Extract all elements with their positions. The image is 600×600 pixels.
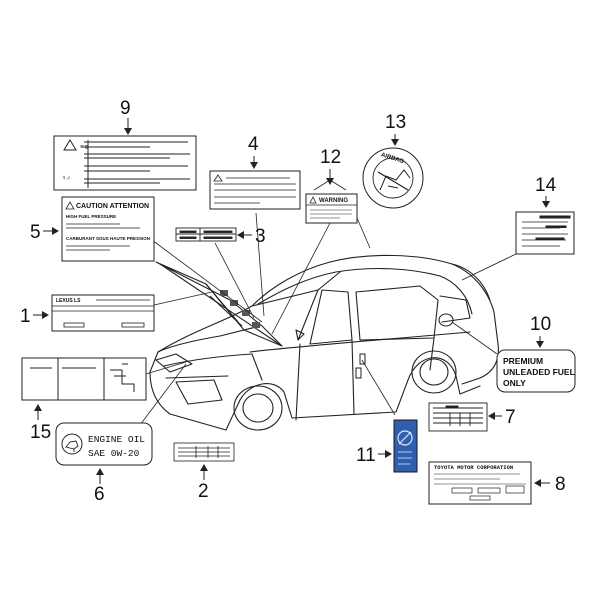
door-jamb-marks: [355, 353, 366, 379]
label-14: [515, 211, 575, 255]
callout-number-1: 1: [20, 306, 31, 327]
engine-oil-text: ENGINE OIL: [88, 434, 145, 445]
callout-12: 12: [313, 147, 347, 191]
leader-lines: [139, 212, 517, 426]
caution-attention-text: CAUTION ATTENTION: [76, 203, 149, 210]
toyota-corp-text: TOYOTA MOTOR CORPORATION: [434, 464, 513, 471]
label-1: LEXUS LS: [51, 294, 155, 332]
callout-7: 7: [488, 407, 516, 428]
warning-text: WARNING: [319, 198, 348, 204]
callout-10: 10: [530, 314, 551, 348]
callout-number-4: 4: [248, 134, 259, 155]
label-3: [175, 227, 237, 242]
callout-9: 9: [120, 98, 132, 135]
lexus-ls-text: LEXUS LS: [56, 298, 81, 304]
callout-number-14: 14: [535, 175, 557, 196]
car-outline: [149, 254, 499, 431]
callout-number-8: 8: [555, 474, 566, 495]
callout-13: 13: [385, 112, 406, 146]
label-2: [173, 442, 235, 462]
callout-number-6: 6: [94, 484, 105, 505]
label-12: WARNING: [305, 193, 358, 224]
oil-grade-text: SAE 0W-20: [88, 448, 140, 459]
callout-4: 4: [248, 134, 259, 169]
callout-15: 15: [30, 404, 51, 443]
only-text: ONLY: [503, 378, 526, 388]
open-hood: [155, 261, 283, 347]
label-6: ENGINE OIL SAE 0W-20: [55, 422, 153, 466]
callout-number-3: 3: [255, 226, 266, 247]
carburant-text: CARBURANT SOUS HAUTE PRESSION: [66, 236, 150, 241]
premium-text: PREMIUM: [503, 356, 543, 366]
label-4: [209, 170, 301, 210]
callout-number-7: 7: [505, 407, 516, 428]
callout-14: 14: [535, 175, 557, 208]
callout-8: 8: [534, 474, 566, 495]
label-13: AIRBAG: [362, 147, 424, 209]
callout-number-11: 11: [356, 445, 376, 466]
label-11: [393, 419, 418, 473]
callout-number-12: 12: [320, 147, 341, 168]
callout-number-5: 5: [30, 222, 41, 243]
svg-text:≡⊕: ≡⊕: [80, 144, 89, 152]
callout-6: 6: [94, 468, 105, 505]
label-7: [428, 402, 488, 432]
svg-text:♀♂: ♀♂: [62, 175, 70, 183]
high-fuel-pressure-text: HIGH FUEL PRESSURE: [66, 214, 116, 219]
callout-number-13: 13: [385, 112, 406, 133]
callout-number-10: 10: [530, 314, 551, 335]
callout-3: 3: [237, 226, 266, 247]
label-5: CAUTION ATTENTION HIGH FUEL PRESSURE CAR…: [61, 196, 155, 262]
label-8: TOYOTA MOTOR CORPORATION: [428, 461, 532, 505]
callout-2: 2: [198, 464, 209, 502]
label-9: ≡⊕ ♀♂: [53, 135, 197, 191]
callout-5: 5: [30, 222, 59, 243]
unleaded-fuel-text: UNLEADED FUEL: [503, 367, 575, 377]
callout-number-15: 15: [30, 422, 51, 443]
label-15: [21, 357, 147, 401]
label-10: PREMIUM UNLEADED FUEL ONLY: [496, 349, 576, 393]
callout-11: 11: [356, 445, 392, 466]
callout-number-2: 2: [198, 481, 209, 502]
callout-number-9: 9: [120, 98, 131, 119]
callout-1: 1: [20, 306, 49, 327]
